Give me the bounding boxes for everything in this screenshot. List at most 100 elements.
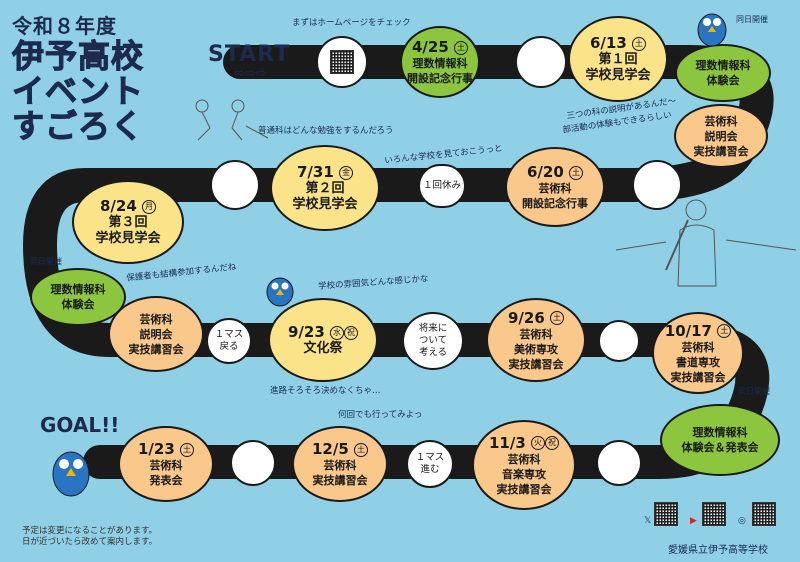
event-line: 体験会 — [61, 298, 95, 311]
same-day-tag: 同日開催 — [736, 15, 768, 24]
event-7-31[interactable]: 7/31 金 第２回 学校見学会 — [270, 145, 380, 231]
event-date: 7/31 — [296, 163, 334, 181]
event-date: 11/3 — [488, 433, 526, 452]
event-line: 書道専攻 — [676, 355, 720, 369]
event-line: 美術専攻 — [514, 342, 558, 356]
event-date: 10/17 — [664, 321, 712, 340]
x-icon[interactable]: 𝕏 — [644, 516, 652, 526]
event-date: 9/23 — [287, 323, 325, 341]
advance-square[interactable]: １マス 進む — [406, 440, 454, 488]
title-event: イベント — [12, 72, 145, 110]
event-6-13-sub-science[interactable]: 理数情報科 体験会 — [675, 44, 771, 102]
day-badge: 土 — [550, 311, 565, 325]
event-date: 4/25 — [411, 38, 449, 56]
event-line: 芸術科 — [519, 327, 553, 341]
event-8-24-sub-science[interactable]: 理数情報科 体験会 — [30, 268, 126, 326]
school-name: 愛媛県立伊予高等学校 — [668, 545, 768, 556]
sports-illustration-icon — [195, 99, 269, 141]
rest-square[interactable]: １回休み — [418, 164, 466, 208]
event-line: 実技講習会 — [693, 144, 749, 158]
event-4-25[interactable]: 4/25 土 理数情報科 開設記念行事 — [400, 26, 480, 98]
instagram-icon[interactable]: ◎ — [738, 516, 746, 526]
same-day-tag: 同日開催 — [738, 387, 770, 396]
blank-square[interactable] — [632, 160, 682, 210]
event-line: 実技講習会 — [128, 342, 184, 356]
start-arrows: ⇨⇨⇨ — [234, 66, 267, 81]
qr-square[interactable] — [316, 36, 368, 88]
event-line: 体験会 — [706, 74, 740, 87]
blank-square[interactable] — [515, 36, 567, 88]
day-badge: 土 — [632, 36, 647, 51]
event-6-13[interactable]: 6/13 土 第１回 学校見学会 — [568, 16, 668, 102]
blank-square[interactable] — [596, 440, 642, 486]
footnote-line: 予定は変更になることがあります。 — [22, 526, 158, 536]
event-line: 開設記念行事 — [522, 197, 588, 210]
event-date: 1/23 — [137, 440, 175, 458]
youtube-icon[interactable]: ▶ — [690, 516, 697, 526]
square-label: １マス — [415, 452, 445, 463]
title-school: 伊予高校 — [12, 37, 145, 75]
holiday-badge: 祝 — [344, 325, 359, 340]
event-line: 理数情報科 — [695, 59, 751, 72]
event-date: 6/20 — [526, 163, 564, 181]
event-date: 12/5 — [311, 440, 349, 458]
mascot-bird-icon — [697, 13, 727, 47]
event-10-17-sub-science[interactable]: 理数情報科 体験会＆発表会 — [660, 404, 780, 476]
square-label: １回休み — [422, 180, 461, 191]
same-day-tag: 同日開催 — [30, 257, 62, 266]
event-line: 理数情報科 — [692, 426, 748, 439]
goal-label: GOAL!! — [40, 413, 120, 437]
day-badge: 土 — [180, 442, 195, 457]
event-line: 芸術科 — [507, 452, 541, 466]
event-12-5[interactable]: 12/5 土 芸術科 実技講習会 — [292, 426, 388, 502]
blank-square[interactable] — [230, 440, 276, 486]
event-9-26[interactable]: 9/26 土 芸術科 美術専攻 実技講習会 — [486, 298, 586, 382]
event-line: 学校見学会 — [585, 68, 651, 83]
day-badge: 月 — [142, 199, 157, 214]
event-line: 理数情報科 — [412, 57, 468, 70]
qr-code-icon[interactable] — [654, 502, 678, 526]
event-line: 芸術科 — [538, 182, 572, 195]
music-illustration-icon — [616, 199, 796, 287]
mascot-bird-icon — [266, 277, 294, 307]
event-date: 8/24 — [99, 197, 137, 215]
square-label: １マス — [214, 329, 244, 340]
day-badge: 土 — [569, 165, 584, 180]
event-line: 実技講習会 — [670, 370, 726, 384]
event-line: 説明会 — [139, 327, 173, 341]
note: まずはホームページをチェック — [292, 18, 411, 28]
event-8-24-sub-art[interactable]: 芸術科 説明会 実技講習会 — [108, 296, 204, 372]
blank-square[interactable] — [210, 160, 260, 210]
qr-code-icon[interactable] — [702, 502, 726, 526]
mascot-bird-icon — [52, 451, 90, 497]
title-year: 令和８年度 — [12, 14, 117, 38]
think-square[interactable]: 将来に ついて 考える — [402, 312, 464, 370]
event-8-24[interactable]: 8/24 月 第３回 学校見学会 — [72, 180, 184, 264]
qr-code-icon[interactable] — [752, 502, 776, 526]
note: 普通科はどんな勉強をするんだろう — [258, 126, 394, 136]
event-10-17[interactable]: 10/17 土 芸術科 書道専攻 実技講習会 — [652, 312, 744, 394]
event-6-13-sub-art[interactable]: 芸術科 説明会 実技講習会 — [674, 104, 768, 168]
event-line: 芸術科 — [149, 459, 183, 472]
day-badge: 土 — [454, 40, 469, 55]
square-label: ついて — [418, 335, 448, 346]
footnote-line: 日が近づいたら改めて案内します。 — [22, 537, 158, 547]
event-1-23[interactable]: 1/23 土 芸術科 発表会 — [118, 426, 214, 502]
back-square[interactable]: １マス 戻る — [206, 318, 252, 364]
event-line: 体験会＆発表会 — [681, 441, 759, 454]
event-line: 実技講習会 — [312, 474, 368, 487]
blank-square[interactable] — [598, 320, 640, 362]
title-sugoroku: すごろく — [12, 107, 145, 145]
event-line: 開設記念行事 — [407, 72, 473, 85]
event-6-20[interactable]: 6/20 土 芸術科 開設記念行事 — [505, 147, 605, 227]
event-11-3[interactable]: 11/3 火祝 芸術科 音楽専攻 実技講習会 — [472, 420, 576, 510]
day-badge: 金 — [339, 165, 354, 180]
event-line: 芸術科 — [704, 114, 738, 128]
event-line: 発表会 — [149, 474, 183, 487]
event-date: 6/13 — [589, 34, 627, 52]
event-line: 芸術科 — [139, 312, 173, 326]
event-line: 理数情報科 — [50, 283, 106, 296]
event-9-23[interactable]: 9/23 水祝 文化祭 — [268, 298, 378, 382]
event-line: 第２回 — [305, 181, 345, 196]
